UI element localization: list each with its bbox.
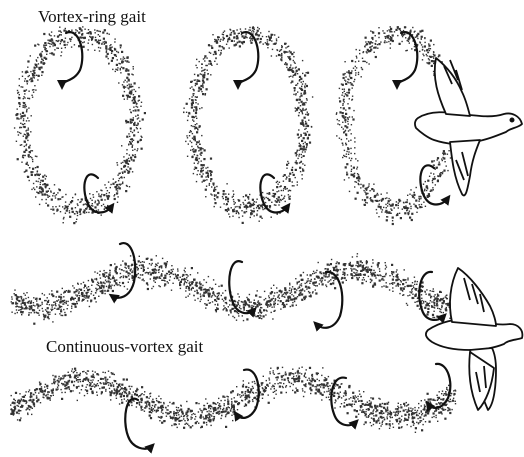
rotation-arrow <box>428 364 450 408</box>
rotation-arrow <box>62 32 82 86</box>
vortex-ring-wake-particles <box>14 26 456 225</box>
bird-icon <box>415 58 522 195</box>
rotation-arrow <box>236 370 259 418</box>
continuous-wake-lower-particles <box>10 367 456 434</box>
rotation-arrow <box>238 32 258 86</box>
rotation-arrow <box>229 261 254 313</box>
continuous-upper-arrows <box>112 243 444 328</box>
continuous-wake-upper-particles <box>11 253 452 325</box>
